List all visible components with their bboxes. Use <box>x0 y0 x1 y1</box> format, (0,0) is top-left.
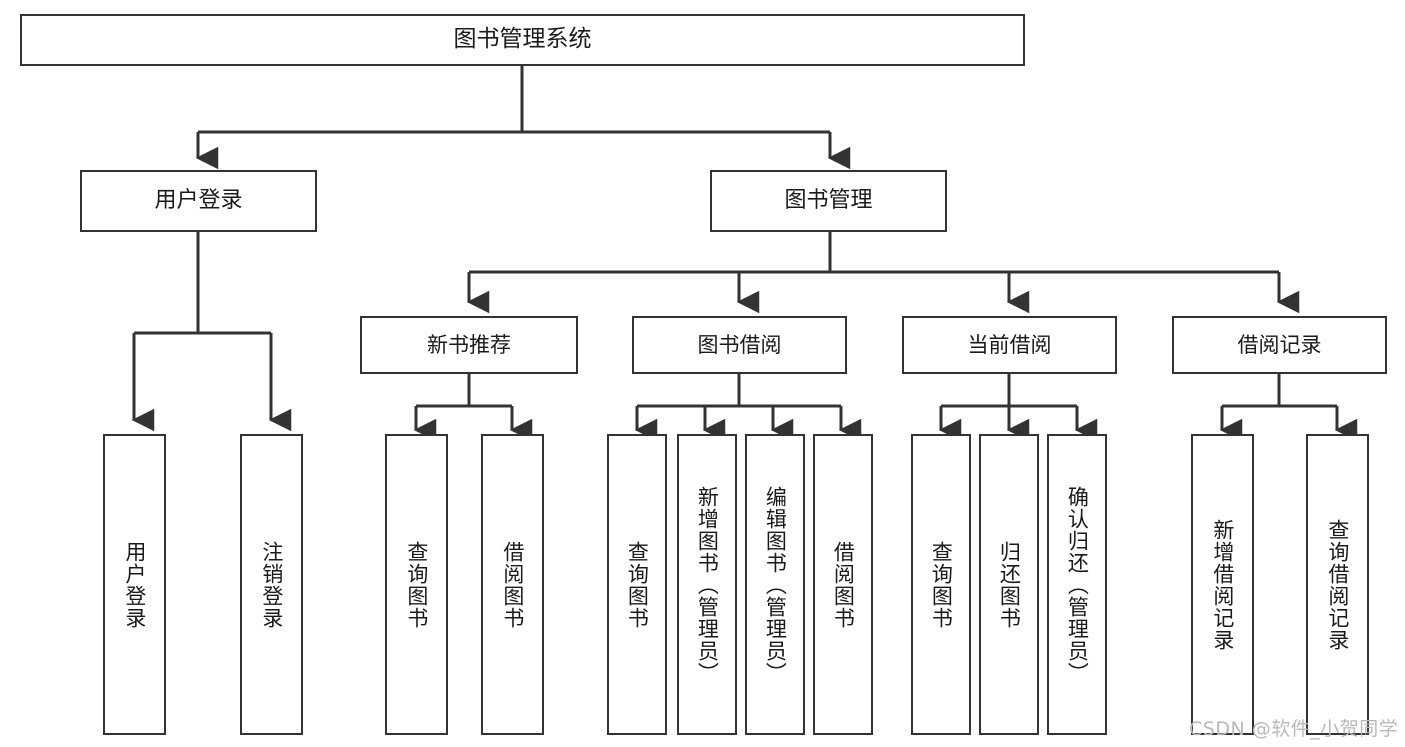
leaf-confirm-return-admin[interactable]: 确认归还（管理员） <box>1047 434 1107 735</box>
node-label: 查询图书 <box>404 540 429 629</box>
node-label: 图书管理 <box>784 188 873 214</box>
leaf-add-borrow-record[interactable]: 新增借阅记录 <box>1191 434 1254 735</box>
node-current-borrow[interactable]: 当前借阅 <box>902 316 1117 374</box>
node-label: 新增借阅记录 <box>1210 518 1235 651</box>
node-book-borrow[interactable]: 图书借阅 <box>632 316 847 374</box>
node-new-book-recommend[interactable]: 新书推荐 <box>360 316 578 374</box>
node-label: 查询图书 <box>929 540 954 629</box>
node-root-book-management-system[interactable]: 图书管理系统 <box>20 14 1025 66</box>
node-label: 借阅图书 <box>831 540 856 629</box>
leaf-query-borrow-record[interactable]: 查询借阅记录 <box>1306 434 1369 735</box>
node-borrow-record[interactable]: 借阅记录 <box>1172 316 1387 374</box>
leaf-query-book-current[interactable]: 查询图书 <box>911 434 971 735</box>
node-label: 用户登录 <box>154 188 243 214</box>
node-label: 查询图书 <box>625 540 650 629</box>
leaf-return-book[interactable]: 归还图书 <box>979 434 1039 735</box>
leaf-add-book-admin[interactable]: 新增图书（管理员） <box>677 434 737 735</box>
node-label: 当前借阅 <box>967 332 1052 357</box>
node-label: 归还图书 <box>997 540 1022 629</box>
node-label: 注销登录 <box>259 540 284 629</box>
node-label: 编辑图书（管理员） <box>763 485 788 684</box>
node-label: 图书借阅 <box>697 332 782 357</box>
leaf-borrow-book[interactable]: 借阅图书 <box>813 434 873 735</box>
node-label: 新增图书（管理员） <box>695 485 720 684</box>
leaf-edit-book-admin[interactable]: 编辑图书（管理员） <box>745 434 805 735</box>
leaf-query-book-borrow[interactable]: 查询图书 <box>607 434 667 735</box>
node-label: 图书管理系统 <box>453 26 592 53</box>
node-user-login[interactable]: 用户登录 <box>80 170 317 232</box>
node-label: 借阅记录 <box>1237 332 1322 357</box>
node-label: 借阅图书 <box>500 540 525 629</box>
leaf-logout-login[interactable]: 注销登录 <box>240 434 303 735</box>
leaf-query-book-recommend[interactable]: 查询图书 <box>385 434 448 735</box>
node-label: 确认归还（管理员） <box>1065 485 1090 684</box>
node-book-management[interactable]: 图书管理 <box>710 170 947 232</box>
node-label: 新书推荐 <box>427 332 511 357</box>
watermark-csdn: CSDN @软件_小贺同学 <box>1189 714 1398 741</box>
watermark-text: CSDN @软件_小贺同学 <box>1189 718 1399 740</box>
leaf-borrow-book-recommend[interactable]: 借阅图书 <box>481 434 544 735</box>
node-label: 查询借阅记录 <box>1325 518 1350 651</box>
leaf-user-login[interactable]: 用户登录 <box>103 434 166 735</box>
node-label: 用户登录 <box>122 540 147 629</box>
